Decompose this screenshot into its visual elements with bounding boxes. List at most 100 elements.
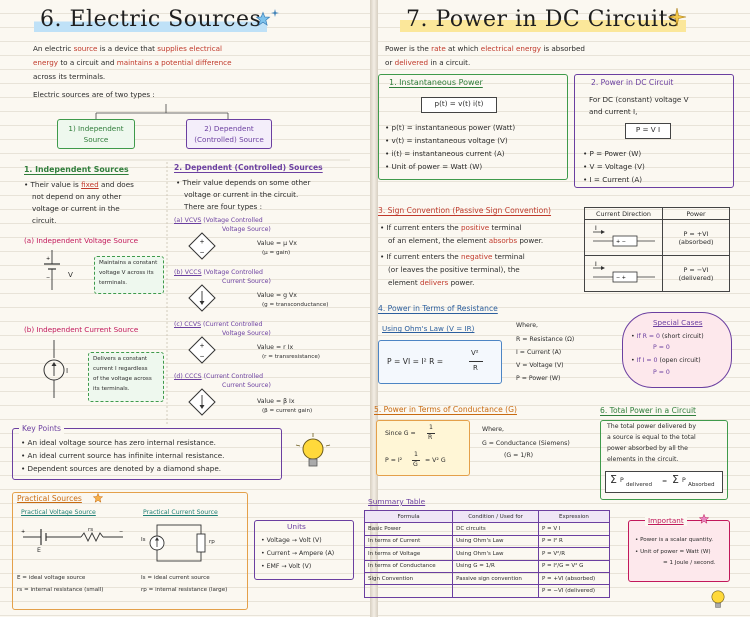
ccvs-diamond-icon: + − (188, 336, 216, 364)
summary-table: Formula Condition / Used for Expression … (363, 509, 611, 598)
key-points-heading: Key Points (19, 424, 64, 434)
practical-sources-heading: Practical Sources (17, 494, 82, 503)
summary-table-heading: Summary Table (368, 497, 426, 506)
important-box: Important • Power is a scalar quantity. … (628, 513, 730, 582)
rs-label: rs (88, 527, 94, 533)
indep-bullet-line-1: • Their value is fixed and does (24, 180, 134, 189)
left-page-title: 6. Electric Sources (34, 6, 268, 34)
dependent-type-box: 2) Dependent (Controlled) Source (186, 119, 272, 149)
lightbulb-icon (711, 590, 725, 608)
resistance-heading: 4. Power in Terms of Resistance (378, 304, 498, 313)
vcvs-diamond-icon: + − (188, 232, 216, 260)
resistance-formula-box: P = VI = I² R = V² R (378, 340, 502, 384)
right-page-title: 7. Power in DC Circuits (400, 6, 686, 34)
special-cases-heading: Special Cases (653, 318, 703, 327)
delivered-element-diagram: I − + (592, 261, 655, 282)
voltage-symbol-label: V (68, 270, 73, 279)
indep-bullet-line-3: voltage or current in the (32, 204, 120, 213)
svg-text:+: + (200, 239, 205, 246)
conductance-where: Where, (482, 426, 505, 433)
table-row: P = −VI (delivered) (363, 584, 611, 598)
left-page: 6. Electric Sources An electric source i… (0, 0, 370, 617)
units-box: Units • Voltage → Volt (V) • Current → A… (254, 520, 354, 580)
independent-type-box: 1) Independent Source (57, 119, 135, 149)
voltage-note-box: Maintains a constant voltage V across it… (94, 256, 164, 294)
book-spine (370, 0, 378, 617)
dep-bullet-line-2: voltage or current in the circuit. (184, 190, 299, 199)
special-cases-bubble: Special Cases • If R = 0 (short circuit)… (622, 312, 732, 388)
svg-text:I: I (595, 225, 597, 232)
voltage-source-symbol: + − (44, 250, 60, 290)
cccs-diamond-icon (188, 388, 216, 416)
conductance-heading: 5. Power in Terms of Conductance (G) (374, 405, 517, 414)
sparkle-icon (271, 9, 279, 17)
practical-current-heading: Practical Current Source (143, 509, 218, 516)
intro-line-1: An electric source is a device that supp… (33, 44, 223, 53)
instantaneous-formula: p(t) = v(t) i(t) (421, 97, 497, 113)
Is-source-label: Is (141, 537, 146, 543)
star-icon (255, 11, 271, 26)
power-intro-line-2: or delivered in a circuit. (385, 58, 471, 67)
dep-bullet-line-1: • Their value depends on some other (176, 178, 311, 187)
svg-text:−: − (200, 353, 205, 360)
svg-text:−: − (46, 275, 50, 281)
svg-text:−: − (200, 249, 205, 256)
lightbulb-icon (295, 433, 331, 467)
dep-bullet-line-3: There are four types : (184, 202, 263, 211)
svg-text:−: − (119, 529, 123, 535)
conductance-formula-box: Since G = 1 R P = I² 1 G = V² G (376, 420, 470, 476)
practical-voltage-circuit: + − (21, 529, 123, 545)
units-heading: Units (287, 522, 306, 531)
star-icon (92, 492, 104, 503)
intro-line-3: across its terminals. (33, 72, 106, 81)
rp-label: rp (209, 539, 215, 545)
absorbed-element-diagram: I + − (592, 225, 655, 246)
sign-convention-heading: 3. Sign Convention (Passive Sign Convent… (378, 206, 552, 215)
type-tree-lines (20, 104, 350, 425)
independent-sources-heading: 1. Independent Sources (24, 165, 129, 174)
two-types-line: Electric sources are of two types : (33, 90, 155, 99)
svg-text:I: I (595, 261, 597, 268)
total-power-box: The total power delivered by a source is… (600, 420, 728, 500)
ohms-law-subheading: Using Ohm's Law (V = IR) (382, 324, 475, 333)
dc-power-box: 2. Power in DC Circuit For DC (constant)… (574, 74, 734, 188)
total-power-equation: Σ P delivered = Σ P Absorbed (605, 471, 723, 493)
instantaneous-power-heading: 1. Instantaneous Power (389, 78, 483, 87)
svg-text:+: + (46, 256, 50, 262)
sparkle-icon (667, 7, 687, 27)
star-icon (698, 513, 710, 524)
indep-bullet-line-2: not depend on any other (32, 192, 122, 201)
intro-line-2: energy to a circuit and maintains a pote… (33, 58, 232, 67)
key-points-box: Key Points • An ideal voltage source has… (12, 424, 282, 480)
practical-voltage-heading: Practical Voltage Source (21, 509, 96, 516)
sign-bullet-2-line-1: • If current enters the negative termina… (380, 252, 525, 261)
svg-text:+ −: + − (616, 239, 626, 245)
E-label: E (37, 547, 41, 554)
practical-sources-box: Practical Sources Practical Voltage Sour… (12, 492, 248, 610)
right-page: 7. Power in DC Circuits Power is the rat… (363, 0, 750, 617)
independent-current-heading: (b) Independent Current Source (24, 325, 139, 334)
sign-bullet-2-line-3: element delivers power. (388, 278, 475, 287)
power-intro-line-1: Power is the rate at which electrical en… (385, 44, 585, 53)
instantaneous-power-box: 1. Instantaneous Power p(t) = v(t) i(t) … (378, 74, 568, 180)
dc-formula: P = V I (625, 123, 671, 139)
practical-current-circuit (149, 524, 206, 562)
sign-bullet-1-line-2: of an element, the element absorbs power… (388, 236, 544, 245)
resistance-where: Where, (516, 322, 539, 329)
dependent-sources-heading: 2. Dependent (Controlled) Sources (174, 163, 323, 172)
independent-voltage-heading: (a) Independent Voltage Source (24, 236, 139, 245)
current-symbol-label: I (66, 366, 69, 375)
sign-bullet-1-line-1: • If current enters the positive termina… (380, 223, 522, 232)
indep-bullet-line-4: circuit. (32, 216, 57, 225)
current-note-box: Delivers a constant current I regardless… (88, 352, 164, 402)
total-power-heading: 6. Total Power in a Circuit (600, 406, 697, 415)
important-heading: Important (645, 516, 687, 526)
svg-text:+: + (200, 343, 205, 350)
svg-text:− +: − + (616, 275, 626, 281)
